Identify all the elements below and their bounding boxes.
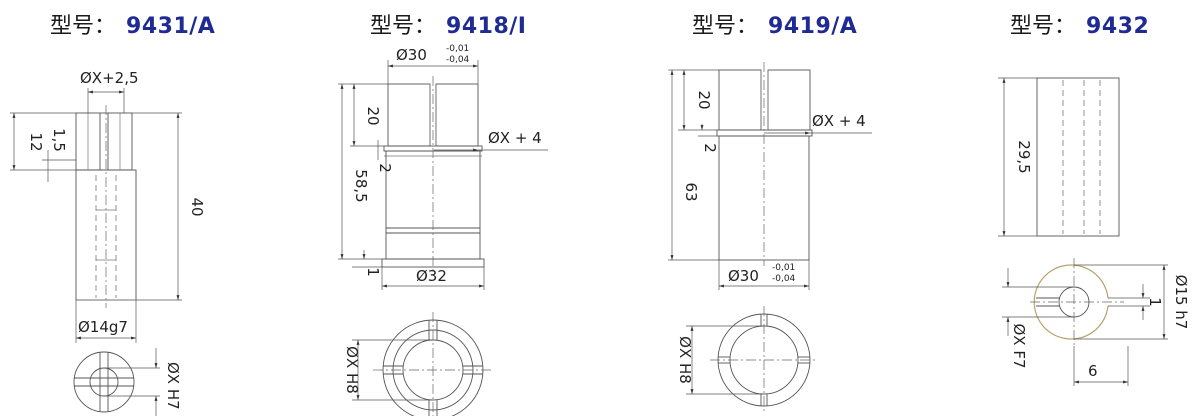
part-9418-drawing: Ø30 -0,01 -0,04 20 2 58,5 1 ØX + 4 [338, 44, 548, 416]
dim-12: 12 [27, 132, 45, 151]
part-9419-drawing: 20 2 63 ØX + 4 Ø30 -0,01 -0,04 [668, 62, 872, 414]
dim-2: 2 [376, 163, 394, 173]
dim-6: 6 [1088, 362, 1098, 380]
part-9432-drawing: 29,5 Ø15 h7 1 ØX F7 [998, 77, 1190, 386]
tol-lower: -0,04 [772, 274, 796, 284]
dim-bore: ØX H7 [164, 362, 182, 410]
tol-lower: -0,04 [446, 55, 470, 65]
model-label: 型号： [1010, 14, 1077, 39]
dim-63: 63 [682, 182, 700, 201]
dim-bore: ØX H8 [676, 336, 694, 384]
dim-top-width: Ø30 [396, 46, 427, 64]
dim-side: ØX + 4 [488, 129, 542, 147]
dim-bottom-width: Ø14g7 [78, 318, 128, 336]
dim-20: 20 [695, 90, 713, 109]
model-title-9432: 型号： 9432 [1010, 10, 1149, 44]
dim-bottom-width: Ø30 [728, 267, 759, 285]
model-number: 9418/I [446, 14, 527, 39]
dim-20: 20 [364, 106, 382, 125]
dim-1-5: 1,5 [50, 128, 68, 152]
tol-upper: -0,01 [772, 263, 795, 273]
dim-bore: ØX H8 [343, 346, 361, 394]
dim-58-5: 58,5 [352, 169, 370, 202]
dim-40: 40 [188, 197, 206, 216]
dim-1: 1 [1146, 297, 1164, 307]
model-number: 9419/A [768, 14, 858, 39]
dim-side: ØX + 4 [812, 112, 866, 130]
dim-2: 2 [701, 143, 719, 153]
model-title-9431: 型号： 9431/A [50, 10, 215, 44]
model-label: 型号： [370, 14, 437, 39]
dim-od: Ø15 h7 [1172, 275, 1190, 330]
dim-29-5: 29,5 [1015, 140, 1033, 173]
tol-upper: -0,01 [446, 44, 469, 54]
model-title-9418: 型号： 9418/I [370, 10, 526, 44]
model-number: 9431/A [126, 14, 216, 39]
dim-top-width: ØX+2,5 [80, 69, 139, 87]
model-title-9419: 型号： 9419/A [692, 10, 857, 44]
model-number: 9432 [1086, 14, 1150, 39]
part-9431-drawing: ØX+2,5 12 1,5 40 Ø14g7 [10, 69, 206, 416]
dim-bottom-width: Ø32 [416, 267, 447, 285]
model-label: 型号： [692, 14, 759, 39]
dim-bore: ØX F7 [1010, 323, 1028, 368]
dim-1: 1 [364, 267, 382, 277]
model-label: 型号： [50, 14, 117, 39]
